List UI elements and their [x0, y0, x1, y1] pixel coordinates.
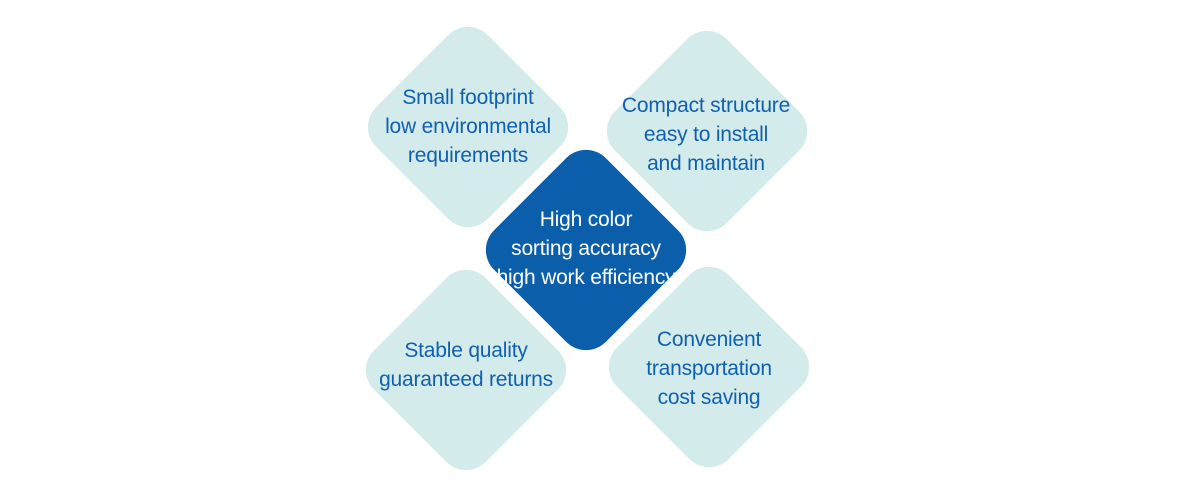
center-label: High color sorting accuracy high work ef…: [466, 205, 706, 292]
center-line-1: High color: [539, 208, 633, 231]
top-right-line-3: and maintain: [647, 152, 765, 175]
bottom-right-line-1: Convenient: [656, 328, 762, 351]
bottom-right-label: Convenient transportation cost saving: [589, 325, 829, 412]
top-right-line-1: Compact structure: [621, 94, 791, 117]
bottom-left-line-1: Stable quality: [404, 339, 528, 362]
top-right-label: Compact structure easy to install and ma…: [586, 91, 826, 178]
center-line-2: sorting accuracy: [511, 237, 661, 260]
top-left-line-2: low environmental: [385, 115, 551, 138]
top-left-line-1: Small footprint: [402, 86, 534, 109]
bottom-left-line-2: guaranteed returns: [379, 368, 553, 391]
top-right-line-2: easy to install: [643, 123, 769, 146]
bottom-left-label: Stable quality guaranteed returns: [346, 336, 586, 394]
top-left-label: Small footprint low environmental requir…: [348, 83, 588, 170]
bottom-right-line-3: cost saving: [657, 386, 761, 409]
bottom-right-line-2: transportation: [646, 357, 772, 380]
top-left-line-3: requirements: [407, 144, 529, 167]
center-line-3: high work efficiency: [496, 266, 676, 289]
